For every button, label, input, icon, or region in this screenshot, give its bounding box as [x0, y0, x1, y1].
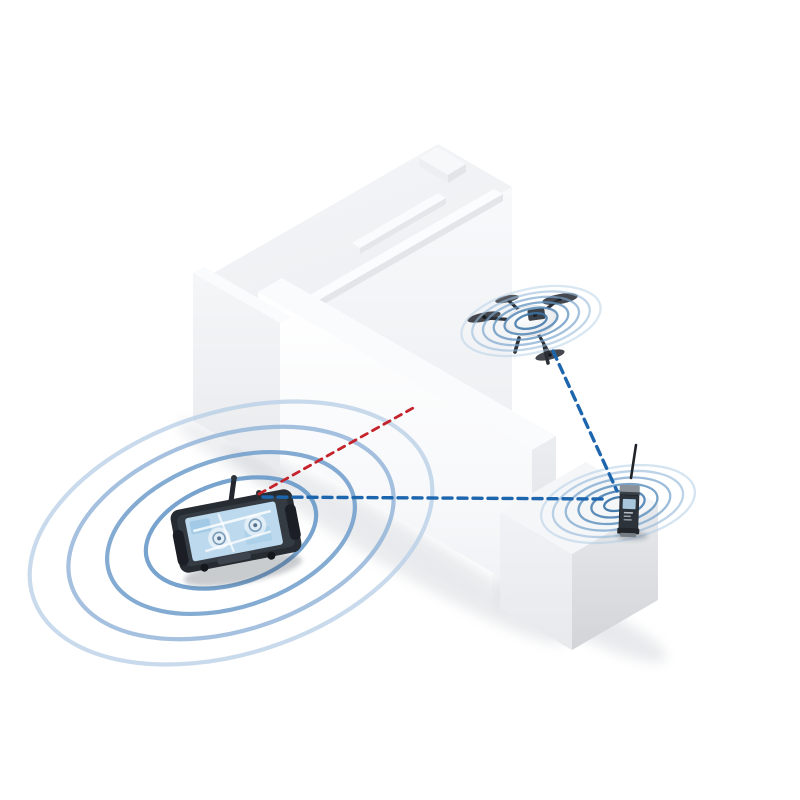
- drone-propeller-hub: [548, 353, 552, 357]
- quadcopter-drone-signal-ring: [481, 295, 581, 347]
- shadow-under-left-wall: [177, 419, 283, 485]
- wing-front-wall: [258, 292, 532, 595]
- roof-corner-cap-front: [448, 164, 466, 183]
- roof-corner-cap-top: [419, 147, 466, 175]
- relay-label-line: [623, 515, 631, 518]
- roof-corner-cap-side: [419, 158, 448, 183]
- drone-to-relay: [551, 349, 619, 493]
- controller-bottom-strip: [217, 552, 252, 565]
- relay-label-line: [623, 511, 633, 514]
- relay-screen: [622, 498, 636, 510]
- controller-antenna-tip: [231, 475, 237, 481]
- ground-controller-signal-ring: [27, 399, 435, 667]
- wing-roof: [258, 278, 556, 450]
- relay-base-plate: [620, 532, 637, 538]
- ground-controller-signal-ring: [105, 449, 357, 617]
- left-wall-face: [193, 273, 280, 471]
- joystick-hud-ring: [212, 531, 226, 546]
- quadcopter-drone-signal-ring: [492, 301, 570, 341]
- drone-signal-rings: [460, 284, 602, 358]
- building-roof: [205, 144, 512, 320]
- ground-controller: [170, 475, 303, 587]
- controller-to-building-blocked: [257, 406, 415, 496]
- left-wall-cap-top: [193, 267, 291, 323]
- relay-antenna: [629, 443, 638, 480]
- quadcopter-drone-signal-ring: [471, 290, 591, 352]
- quadcopter-drone-signal-ring: [460, 284, 602, 358]
- controller-shadow: [183, 553, 303, 587]
- controller-foot: [200, 563, 209, 572]
- ground-controller-signal-ring: [66, 424, 396, 642]
- links: [257, 349, 619, 501]
- relay-label-line: [623, 518, 632, 521]
- relay-radio: [616, 443, 648, 540]
- pedestal-front-left-wall: [500, 512, 572, 650]
- controller-foot: [267, 551, 276, 560]
- quadcopter-drone-signal-ring: [503, 306, 559, 336]
- map-road: [192, 509, 272, 533]
- quadcopter-drone-signal-ring: [514, 311, 548, 331]
- relay-top-cap: [619, 484, 640, 494]
- joystick-hud-dot: [253, 523, 258, 528]
- joystick-hud-dot: [217, 536, 222, 541]
- controller-grip-left: [172, 530, 189, 566]
- relay-foot: [617, 527, 640, 535]
- relay-radio-signal-ring: [539, 463, 697, 545]
- controller-grip-right: [284, 504, 301, 540]
- joystick-hud-ring: [248, 518, 263, 533]
- pedestal-front-right-wall: [572, 504, 658, 650]
- roof-parapet-strip: [296, 189, 503, 308]
- roof-parapet-strip-lip: [305, 194, 503, 315]
- roof-parapet-strip-lip: [360, 198, 446, 254]
- roof-parapet-strip: [352, 193, 446, 248]
- building: [193, 144, 658, 650]
- controller-to-relay: [261, 495, 608, 501]
- drone-propeller-hub: [482, 315, 486, 319]
